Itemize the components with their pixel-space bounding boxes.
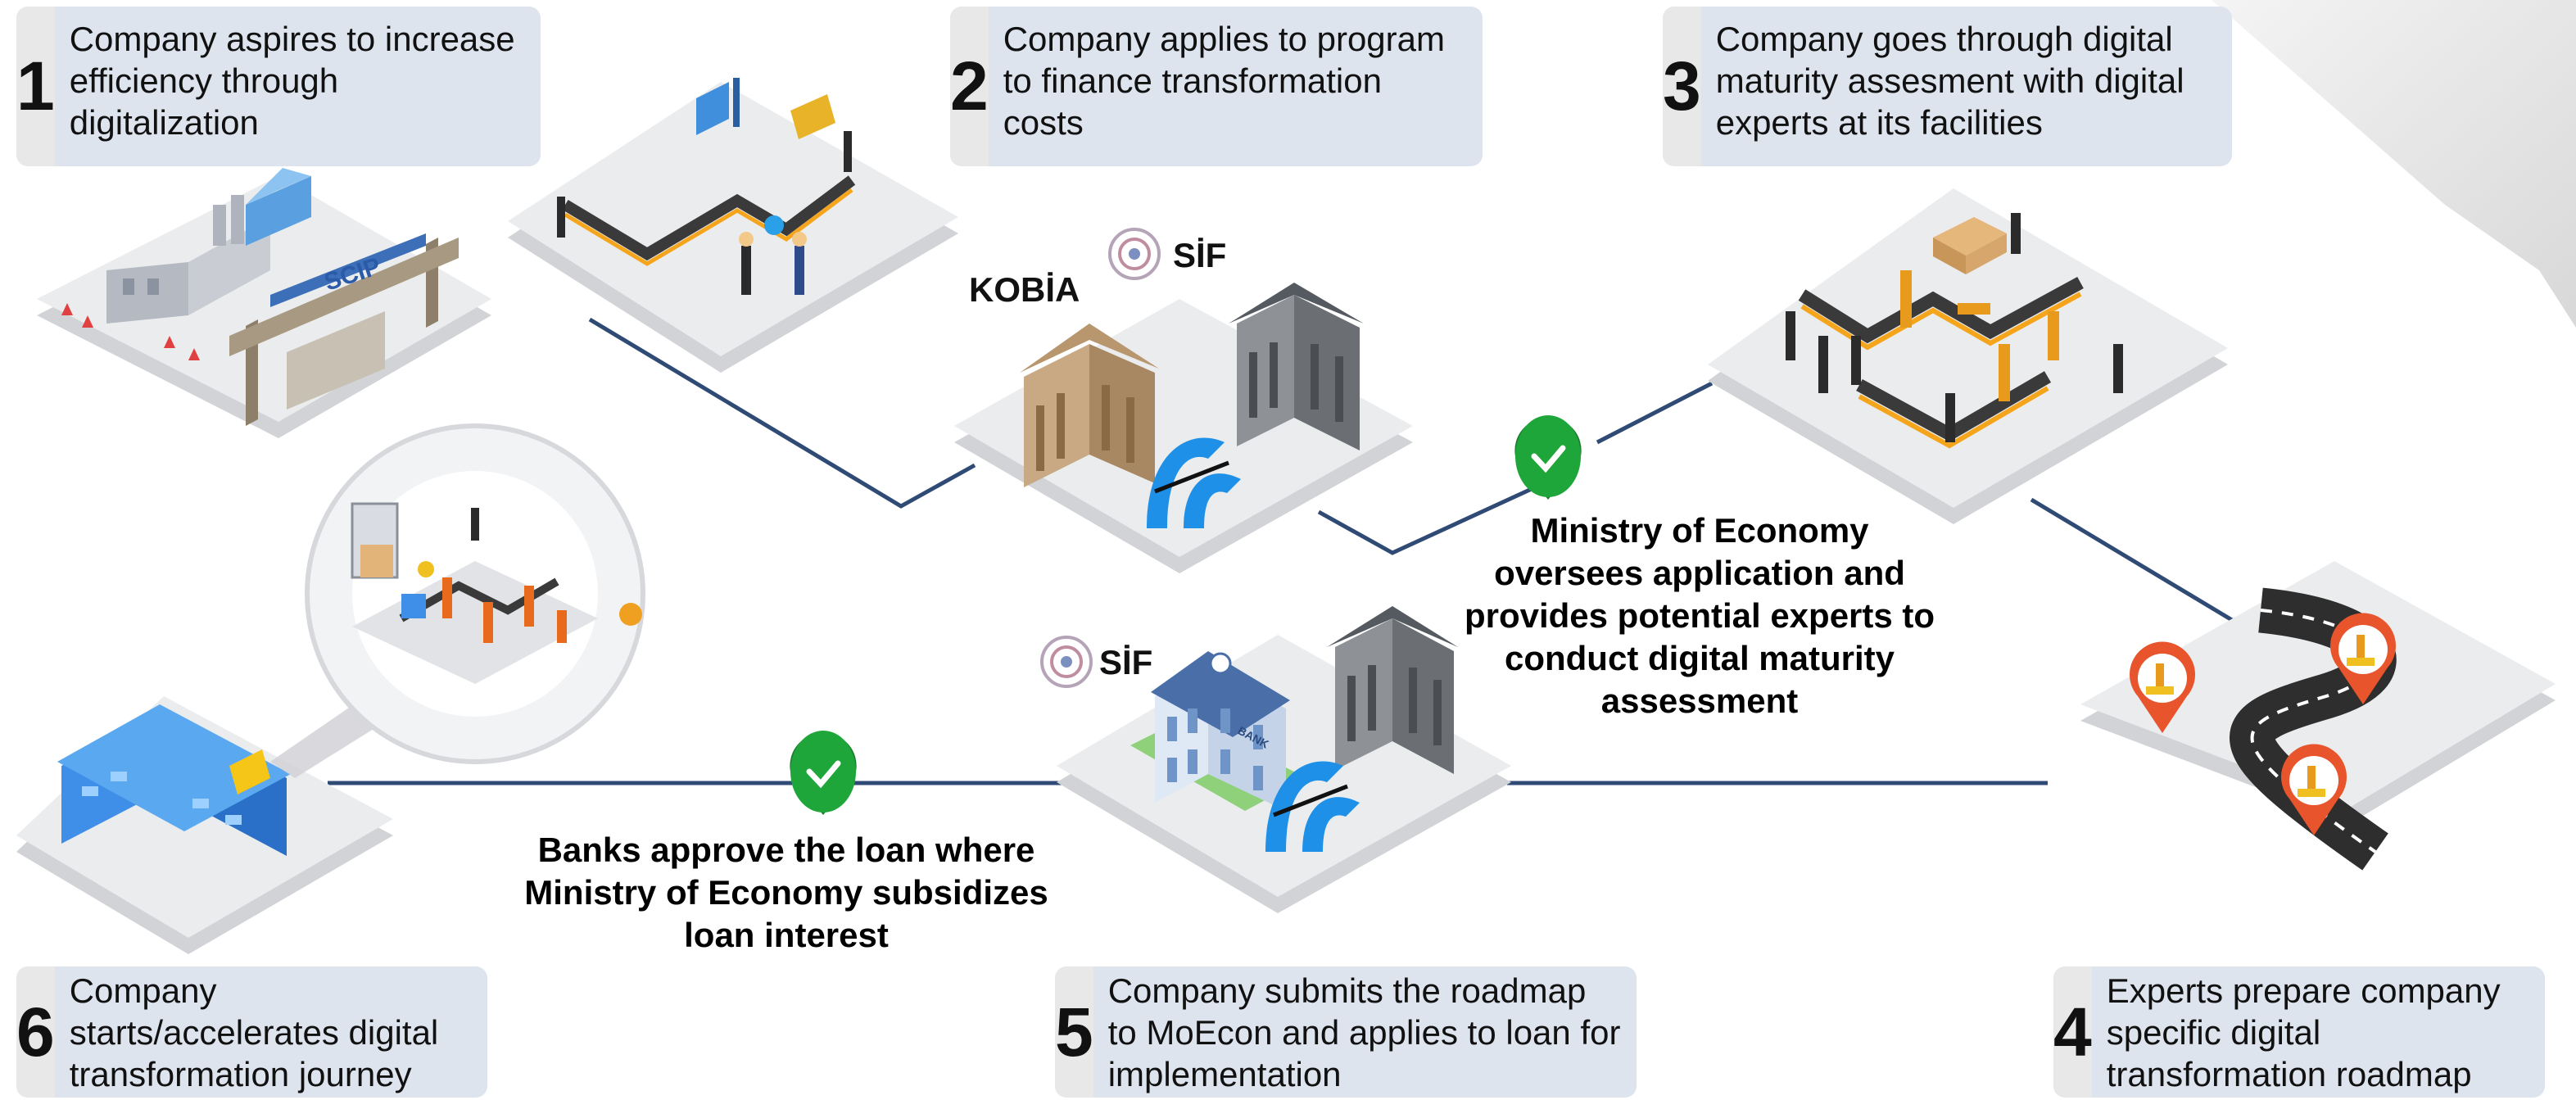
bank-platform: [1040, 606, 1511, 913]
boxes-icon: [1933, 217, 2007, 274]
traffic-cones-icon: [61, 303, 200, 360]
step-text: Company submits the roadmap to MoEcon an…: [1107, 971, 1621, 1093]
step-number: 3: [1663, 7, 1701, 166]
step-number: 4: [2053, 966, 2092, 1098]
step-number: 6: [16, 966, 55, 1098]
step-text: Experts prepare company specific digital…: [2106, 971, 2501, 1093]
sif-building-icon: [1229, 283, 1364, 450]
zoom-circle: [305, 423, 645, 764]
check-icon: [1514, 415, 1582, 500]
map-pin-icon: [2330, 613, 2396, 704]
workers-icon: [557, 131, 852, 295]
factory-assessment-platform: [1708, 188, 2228, 524]
sif-label-bottom: SİF: [1099, 643, 1153, 681]
step-1-box: 1 Company aspires to increase efficiency…: [16, 7, 541, 166]
roadmap-platform: [2080, 561, 2556, 871]
step-2-box: 2 Company applies to program to finance …: [950, 7, 1483, 166]
bank-building-icon: [1151, 651, 1290, 811]
forklift-icon: [696, 78, 740, 135]
workers-icon: [1786, 213, 2123, 442]
check-icon: [790, 731, 857, 815]
sif-building-icon: [1327, 606, 1458, 774]
step-text: Company starts/accelerates digital trans…: [69, 971, 439, 1093]
step-3-box: 3 Company goes through digital maturity …: [1663, 7, 2232, 166]
industrial-park-platform: [37, 168, 491, 438]
factory-building-icon: [57, 704, 291, 856]
step-number: 2: [950, 7, 989, 166]
step-text: Company applies to program to finance tr…: [1003, 20, 1445, 142]
step-number: 1: [16, 7, 55, 166]
banks-callout: Banks approve the loan where Ministry of…: [524, 831, 1048, 954]
step-number: 5: [1055, 966, 1093, 1098]
map-pin-icon: [2281, 744, 2347, 835]
sif-logo-icon: [1040, 636, 1093, 688]
lira-icon: [1265, 761, 1360, 852]
sif-label-top: SİF: [1173, 236, 1227, 274]
production-line-platform: [508, 78, 958, 373]
ministry-callout: Ministry of Economy oversees application…: [1464, 511, 1935, 720]
scip-gate-icon: [229, 233, 459, 426]
digital-factory-platform: [16, 423, 645, 954]
corner-shape: [2212, 0, 2576, 328]
finance-institutions-platform: [954, 228, 1413, 573]
factory-building-icon: [106, 168, 311, 324]
kobia-label: KOBİA: [969, 270, 1080, 309]
robot-arms-icon: [1900, 270, 2059, 401]
step-text: Company goes through digital maturity as…: [1715, 20, 2184, 142]
question-mark-icon: [764, 215, 784, 235]
lira-icon: [1147, 437, 1241, 528]
connector-lines: [328, 317, 2238, 785]
step-5-box: 5 Company submits the roadmap to MoEcon …: [1055, 966, 1637, 1098]
step-text: Company aspires to increase efficiency t…: [69, 20, 515, 142]
step-4-box: 4 Experts prepare company specific digit…: [2053, 966, 2545, 1098]
kobia-building-icon: [1020, 324, 1159, 487]
sif-logo-icon: [1108, 228, 1161, 280]
map-pin-icon: [2130, 641, 2195, 733]
step-6-box: 6 Company starts/accelerates digital tra…: [16, 966, 487, 1098]
